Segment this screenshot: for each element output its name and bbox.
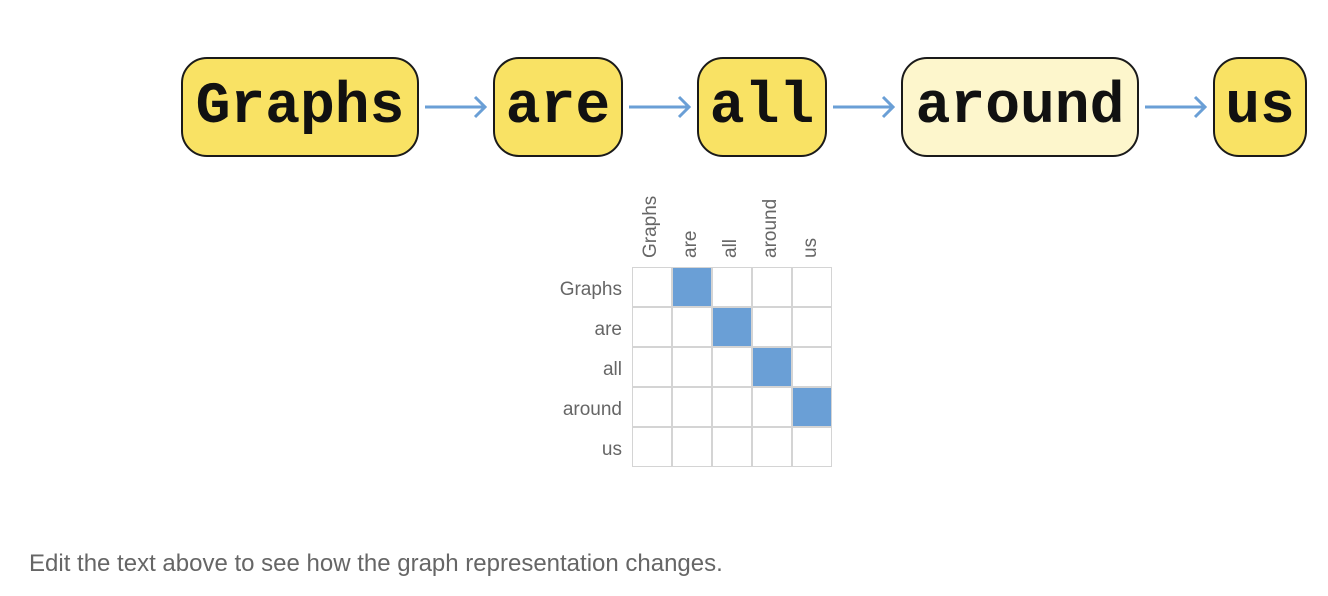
matrix-cell [752,387,792,427]
edge-arrow-1 [425,95,487,119]
matrix-cell [752,267,792,307]
matrix-cell-filled [792,387,832,427]
matrix-cell [712,347,752,387]
matrix-cell [792,427,832,467]
matrix-cell [712,427,752,467]
node-graphs[interactable]: Graphs [181,57,419,157]
node-all[interactable]: all [697,57,827,157]
node-around[interactable]: around [901,57,1139,157]
matrix-row-label: us [601,439,622,460]
edge-arrow-4 [1145,95,1207,119]
matrix-cell [792,307,832,347]
matrix-cell [632,387,672,427]
matrix-cell [672,347,712,387]
matrix-cell [752,307,792,347]
matrix-col-label: all [720,238,741,258]
matrix-cell-filled [752,347,792,387]
edge-arrow-2 [629,95,691,119]
matrix-cell [672,387,712,427]
matrix-cell [792,267,832,307]
matrix-cell [752,427,792,467]
matrix-col-label: us [800,237,821,258]
matrix-cell-filled [672,267,712,307]
matrix-row-label: are [594,319,622,340]
edge-arrow-3 [833,95,895,119]
matrix-col-label: around [760,198,781,258]
matrix-cell [632,307,672,347]
matrix-cell [672,307,712,347]
matrix-cell [792,347,832,387]
matrix-cell [672,427,712,467]
matrix-cell-filled [712,307,752,347]
matrix-col-label: are [680,230,701,258]
matrix-cell [632,347,672,387]
matrix-cell [632,267,672,307]
matrix-row-label: around [562,399,622,420]
caption-text: Edit the text above to see how the graph… [29,550,723,577]
matrix-cell [712,267,752,307]
matrix-row-label: all [602,359,622,380]
matrix-row-label: Graphs [559,279,622,300]
matrix-cell [632,427,672,467]
node-us[interactable]: us [1213,57,1307,157]
node-are[interactable]: are [493,57,623,157]
matrix-col-label: Graphs [640,195,661,258]
matrix-cell [712,387,752,427]
